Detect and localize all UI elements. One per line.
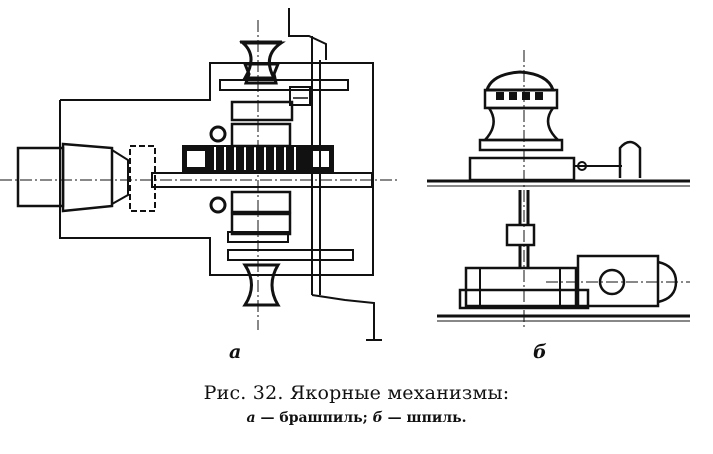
- label-a: а: [229, 341, 242, 363]
- capstan-diagram: [427, 50, 690, 330]
- windlass-diagram: [0, 8, 398, 341]
- caption-part-b-letter: б: [372, 410, 383, 426]
- caption-title: Рис. 32. Якорные механизмы:: [203, 382, 510, 404]
- caption-part-a-letter: а: [246, 410, 256, 426]
- caption-subtitle: а — брашпиль; б — шпиль.: [0, 410, 713, 426]
- caption-part-b-text: — шпиль.: [382, 410, 467, 426]
- figure-caption: Рис. 32. Якорные механизмы: а — брашпиль…: [0, 382, 713, 426]
- caption-part-a-text: — брашпиль;: [255, 410, 373, 426]
- label-b: б: [533, 341, 547, 363]
